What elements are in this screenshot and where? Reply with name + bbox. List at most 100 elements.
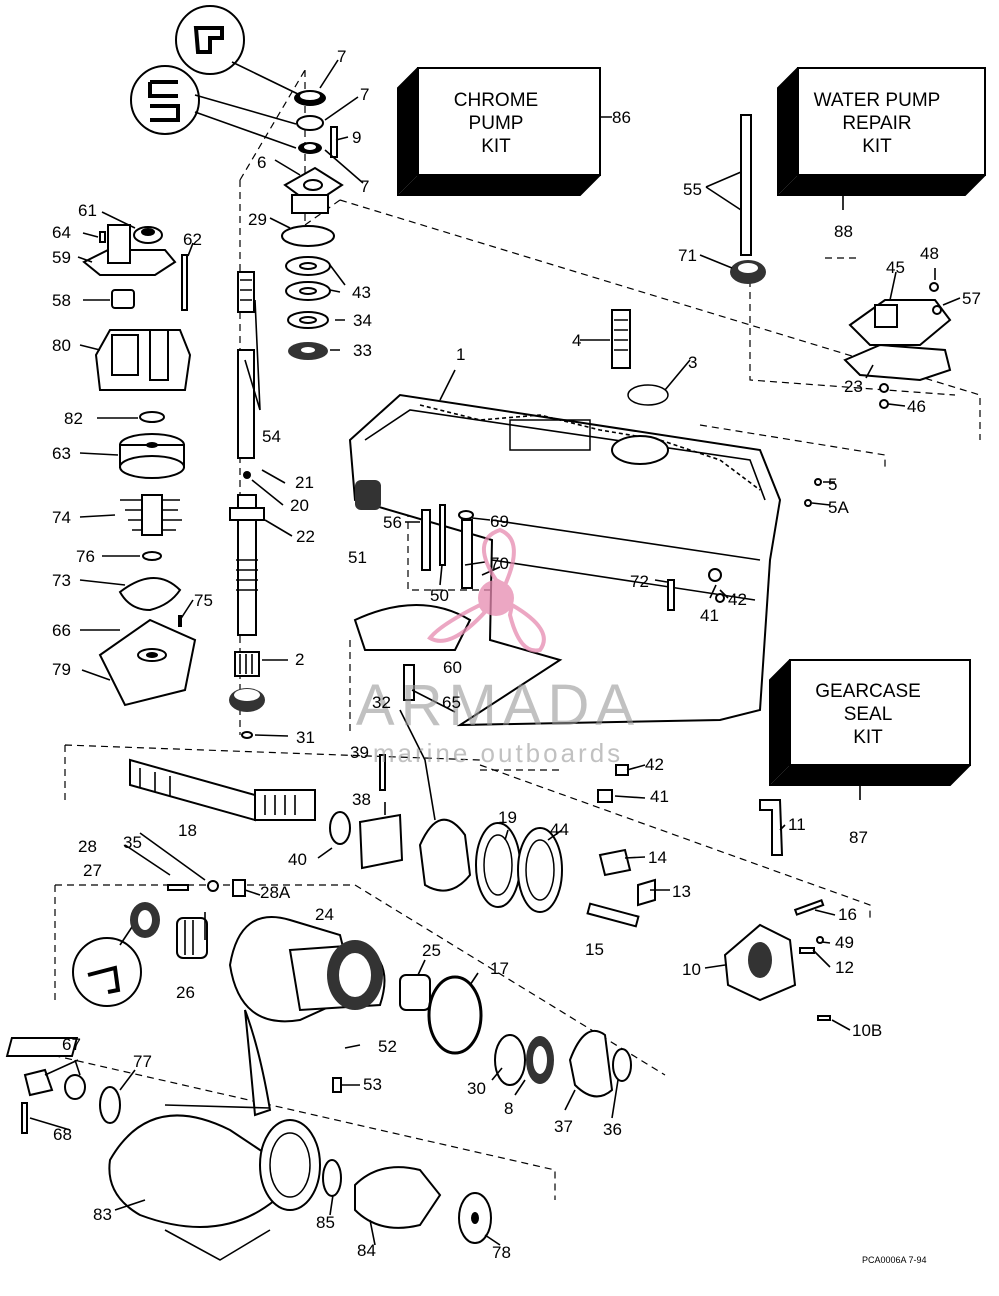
part-number-label: 77: [133, 1052, 152, 1071]
part-number-label: 4: [572, 331, 581, 350]
armada-logo-icon: [427, 527, 546, 653]
part-number-label: 31: [296, 728, 315, 747]
part-number-label: 12: [835, 958, 854, 977]
part-number-label: 29: [248, 210, 267, 229]
part-number-label: 83: [93, 1205, 112, 1224]
part-number-label: 15: [585, 940, 604, 959]
watermark-brand: ARMADA: [356, 673, 640, 738]
part-number-label: 10: [682, 960, 701, 979]
part-number-label: 82: [64, 409, 83, 428]
part-number-label: 44: [550, 820, 569, 839]
part-number-label: 25: [422, 941, 441, 960]
part-number-label: 71: [678, 246, 697, 265]
part-number-label: 84: [357, 1241, 376, 1260]
part-number-label: 79: [52, 660, 71, 679]
bearing-carrier: [5, 879, 632, 1098]
part-number-label: 64: [52, 223, 71, 242]
part-number-label: 43: [352, 283, 371, 302]
part-number-label: 46: [907, 397, 926, 416]
part-number-label: 60: [443, 658, 462, 677]
drive-shaft: [229, 271, 265, 739]
part-number-label: 1: [456, 345, 465, 364]
part-number-label: 61: [78, 201, 97, 220]
shift-assembly: [723, 899, 831, 1021]
part-number-label: 57: [962, 289, 981, 308]
part-number-label: 42: [728, 590, 747, 609]
part-number-label: 58: [52, 291, 71, 310]
part-number-label: 39: [350, 743, 369, 762]
part-number-label: 19: [498, 808, 517, 827]
seal-housing: [281, 166, 344, 360]
part-number-label: 34: [353, 311, 372, 330]
part-number-label: 35: [123, 833, 142, 852]
part-number-label: 55: [683, 180, 702, 199]
part-number-label: 69: [490, 512, 509, 531]
part-number-label: 2: [295, 650, 304, 669]
part-number-label: 14: [648, 848, 667, 867]
part-number-label: 28A: [260, 883, 291, 902]
part-number-label: 36: [603, 1120, 622, 1139]
leader-lines: [29, 59, 961, 1246]
part-number-label: 45: [886, 258, 905, 277]
part-number-label: 75: [194, 591, 213, 610]
part-number-label: 10B: [852, 1021, 882, 1040]
part-number-label: 38: [352, 790, 371, 809]
gearcase-bolts: [353, 504, 725, 701]
kit-box-87: [769, 659, 971, 786]
part-number-label: 30: [467, 1079, 486, 1098]
part-number-label: 65: [442, 693, 461, 712]
kit-87-line-2: SEAL: [844, 704, 893, 725]
part-number-label: 13: [672, 882, 691, 901]
kit-box-88: [777, 67, 986, 196]
part-number-label: 87: [849, 828, 868, 847]
seal-stack: [294, 90, 338, 158]
kit-88-line-3: KIT: [862, 136, 892, 157]
seal-detail-callout-mid: [130, 65, 297, 149]
part-number-label: 7: [360, 177, 369, 196]
part-number-label: 73: [52, 571, 71, 590]
part-number-label: 41: [650, 787, 669, 806]
part-number-label: 22: [296, 527, 315, 546]
part-number-label: 74: [52, 508, 71, 527]
part-number-label: 66: [52, 621, 71, 640]
part-number-label: 51: [348, 548, 367, 567]
kit-86-line-1: CHROME: [454, 90, 538, 111]
part-number-label: 32: [372, 693, 391, 712]
part-number-label: 5: [828, 475, 837, 494]
part-number-label: 62: [183, 230, 202, 249]
kit-88-line-1: WATER PUMP: [814, 90, 941, 111]
seal-detail-callout-top: [175, 5, 301, 96]
part-number-label: 63: [52, 444, 71, 463]
part-number-label: 52: [378, 1037, 397, 1056]
water-pump-upper-right: [730, 114, 952, 507]
kit-box-86: [397, 67, 601, 196]
propeller-shaft-assembly: [129, 754, 784, 928]
seal-detail-callout-bottom: [72, 914, 142, 1007]
watermark-tagline: marine outboards: [373, 738, 623, 768]
propeller: [21, 1009, 492, 1261]
part-number-label: 86: [612, 108, 631, 127]
part-number-label: 26: [176, 983, 195, 1002]
part-number-label: 42: [645, 755, 664, 774]
part-number-label: 85: [316, 1213, 335, 1232]
part-number-label: 11: [788, 815, 806, 834]
part-number-label: 48: [920, 244, 939, 263]
part-number-label: 41: [700, 606, 719, 625]
kit-87-line-1: GEARCASE: [815, 681, 921, 702]
part-number-label: 3: [688, 353, 697, 372]
part-number-label: 49: [835, 933, 854, 952]
part-number-label: 20: [290, 496, 309, 515]
part-number-label: 17: [490, 959, 509, 978]
part-number-label: 70: [490, 554, 509, 573]
part-number-label: 88: [834, 222, 853, 241]
diagram-code: PCA0006A 7-94: [862, 1255, 927, 1265]
part-number-label: 18: [178, 821, 197, 840]
kit-86-line-2: PUMP: [469, 113, 524, 134]
part-number-label: 6: [257, 153, 266, 172]
part-number-label: 56: [383, 513, 402, 532]
part-number-label: 40: [288, 850, 307, 869]
part-number-label: 28: [78, 837, 97, 856]
water-pump-parts: [82, 224, 197, 707]
